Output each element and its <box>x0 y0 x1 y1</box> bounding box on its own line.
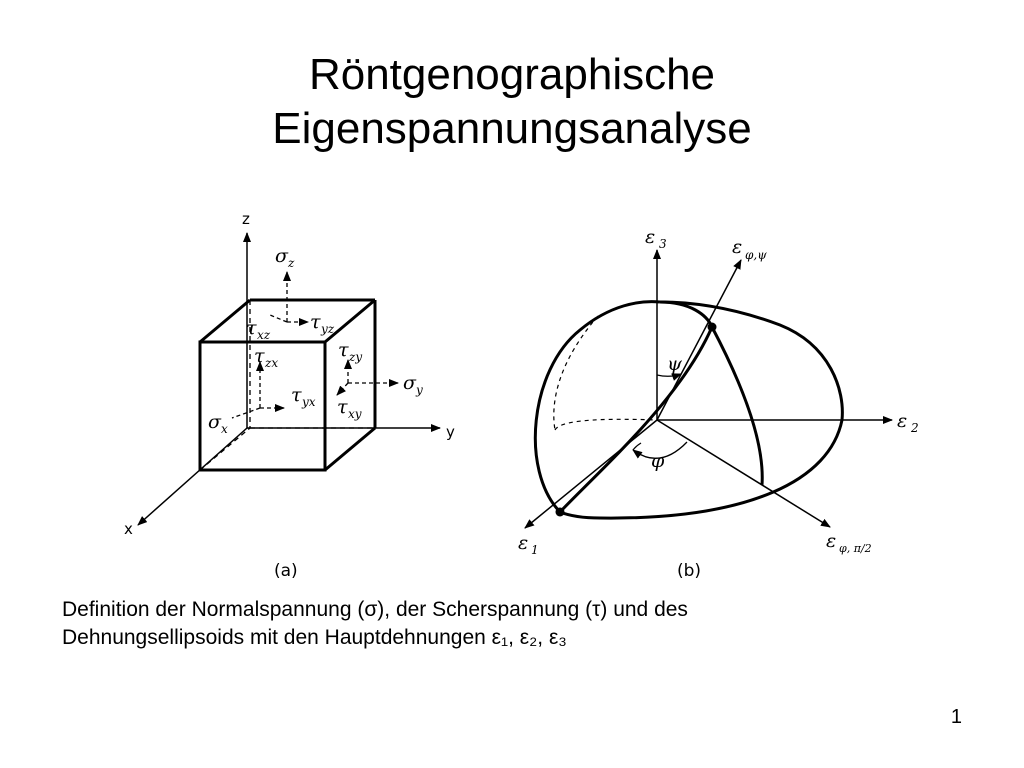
svg-text:τ: τ <box>337 396 348 418</box>
label-epsilon-1: ε 1 <box>518 532 539 557</box>
label-epsilon-phi-half-pi: ε φ, π/2 <box>826 530 872 555</box>
panel-a-labels: z y x σ z τ xz τ yz τ zx τ zy <box>124 210 455 581</box>
svg-text:2: 2 <box>910 421 919 435</box>
ellipsoid-hidden-lines <box>553 315 658 431</box>
title-line-1: Röntgenographische <box>308 50 716 99</box>
svg-text:τ: τ <box>310 311 321 333</box>
label-epsilon-3: ε 3 <box>645 226 667 251</box>
svg-text:z: z <box>287 256 295 270</box>
svg-text:φ,ψ: φ,ψ <box>745 248 767 262</box>
label-tau-yz: τ yz <box>310 311 335 336</box>
label-tau-zx: τ zx <box>254 345 278 370</box>
coordinate-axes-b <box>524 249 893 529</box>
axis-x-label: x <box>124 520 133 538</box>
page-number: 1 <box>950 706 962 728</box>
figure-caption: Definition der Normalspannung (σ), der S… <box>62 596 962 652</box>
ellipsoid-points <box>555 322 717 517</box>
slide-title: Röntgenographische Eigenspannungsanalyse <box>0 48 1024 156</box>
label-sigma-z: σ z <box>275 245 295 270</box>
point-epsilon-1 <box>555 507 565 517</box>
label-epsilon-2: ε 2 <box>897 410 919 435</box>
panel-b-labels: ε 3 ε φ,ψ ε 2 ε 1 ε φ, π/2 ψ φ (b) <box>518 226 919 581</box>
svg-text:ε: ε <box>732 236 742 258</box>
label-tau-yx: τ yx <box>291 384 316 409</box>
svg-text:ε: ε <box>826 530 836 552</box>
svg-text:ε: ε <box>897 410 907 432</box>
label-psi: ψ <box>667 353 683 375</box>
svg-text:τ: τ <box>338 339 349 361</box>
panel-a-stress-cube: z y x σ z τ xz τ yz τ zx τ zy <box>124 210 455 581</box>
label-epsilon-phi-psi: ε φ,ψ <box>732 236 767 262</box>
title-line-2: Eigenspannungsanalyse <box>272 104 752 153</box>
svg-text:xy: xy <box>348 407 362 421</box>
label-tau-zy: τ zy <box>338 339 362 364</box>
axis-z-label: z <box>242 210 250 228</box>
point-phi-psi <box>707 322 717 332</box>
svg-text:φ, π/2: φ, π/2 <box>839 542 872 555</box>
svg-text:zx: zx <box>264 356 278 370</box>
svg-text:x: x <box>221 422 228 436</box>
ellipsoid-outline <box>533 300 844 520</box>
coordinate-axes-a <box>137 232 441 526</box>
svg-text:y: y <box>415 383 423 397</box>
svg-text:ε: ε <box>645 226 655 248</box>
caption-line-1: Definition der Normalspannung (σ), der S… <box>62 598 688 621</box>
label-phi: φ <box>651 450 665 472</box>
cube-solid-edges <box>198 298 377 472</box>
svg-text:yx: yx <box>301 395 316 409</box>
svg-text:σ: σ <box>275 245 289 267</box>
label-sigma-y: σ y <box>403 372 423 397</box>
svg-text:τ: τ <box>246 317 257 339</box>
axis-y-label: y <box>446 423 455 441</box>
svg-text:σ: σ <box>208 411 222 433</box>
panel-b-strain-ellipsoid: ε 3 ε φ,ψ ε 2 ε 1 ε φ, π/2 ψ φ (b) <box>518 226 919 581</box>
svg-text:ε: ε <box>518 532 528 554</box>
svg-text:1: 1 <box>531 543 539 557</box>
svg-text:yz: yz <box>320 322 335 336</box>
label-tau-xz: τ xz <box>246 317 271 342</box>
cube-hidden-edges <box>199 300 375 471</box>
caption-line-2: Dehnungsellipsoids mit den Hauptdehnunge… <box>62 626 567 649</box>
label-sigma-x: σ x <box>208 411 228 436</box>
svg-text:τ: τ <box>254 345 265 367</box>
stress-strain-figure: z y x σ z τ xz τ yz τ zx τ zy <box>124 210 919 581</box>
label-tau-xy: τ xy <box>337 396 362 421</box>
stress-vectors <box>231 271 399 419</box>
angle-arcs <box>632 373 688 459</box>
svg-text:zy: zy <box>348 350 362 364</box>
panel-b-label: (b) <box>677 561 701 581</box>
svg-text:xz: xz <box>257 328 271 342</box>
panel-a-label: (a) <box>274 561 298 581</box>
svg-text:τ: τ <box>291 384 302 406</box>
svg-text:3: 3 <box>659 237 667 251</box>
svg-text:σ: σ <box>403 372 417 394</box>
